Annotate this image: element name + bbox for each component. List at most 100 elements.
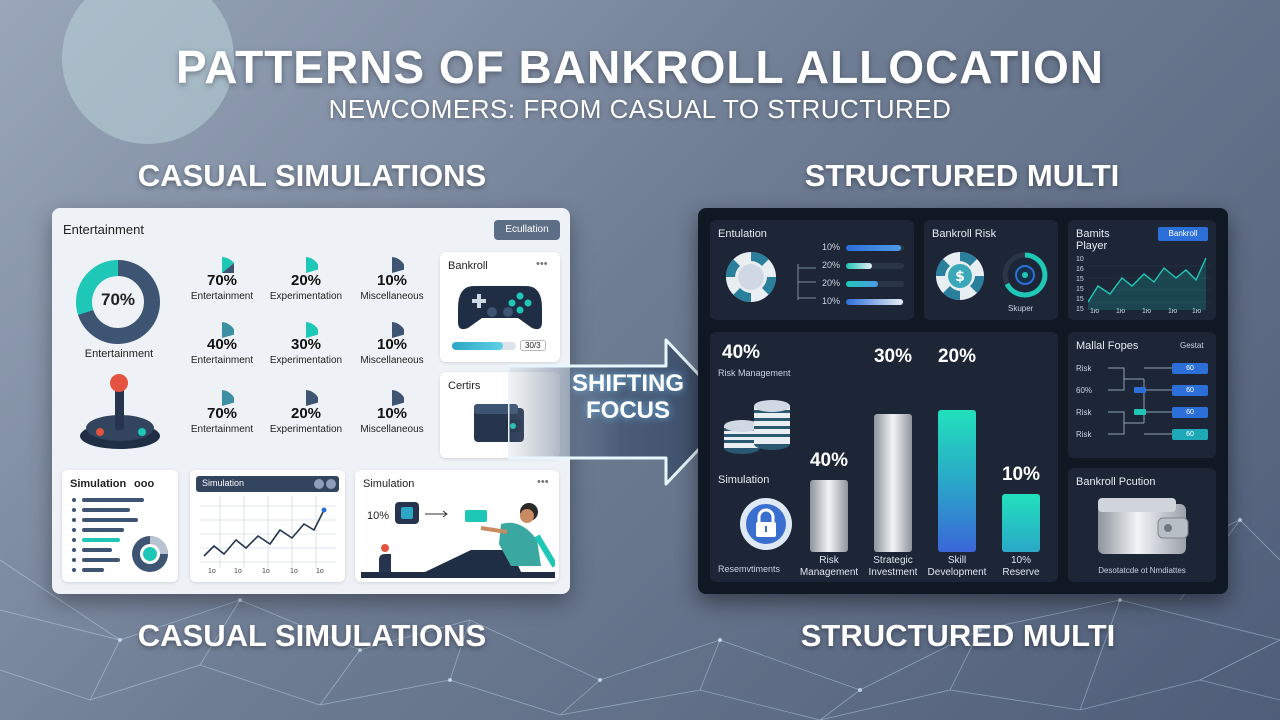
big-pct-label: Risk Management <box>718 368 791 378</box>
branch-connector <box>797 264 816 300</box>
pie-wedge-icon <box>222 390 234 406</box>
emulation-card[interactable]: Entulation 10% 20% 20% 10% <box>710 220 914 320</box>
chip-stack-icon <box>724 400 790 454</box>
sim2-title: Simulation <box>202 478 245 488</box>
emulation-pct: 10% <box>822 296 841 306</box>
sim3-pct: 10% <box>367 510 390 522</box>
arrow-text-line-2: FOCUS <box>586 397 670 424</box>
shifting-focus-label: SHIFTING FOCUS <box>548 370 708 424</box>
bankroll-risk-card[interactable]: Bankroll Risk $ Skuper <box>924 220 1058 320</box>
pie-wedge-icon <box>392 257 404 273</box>
bar-reserve <box>1002 494 1040 552</box>
sim2-line-chart <box>200 496 336 568</box>
donut-value: 70% <box>100 290 136 309</box>
bar-strategic-investment <box>874 414 912 552</box>
flow-connector-graphic <box>1108 367 1174 435</box>
section-title-casual-bottom: CASUAL SIMULATIONS <box>137 618 487 653</box>
y-tick: 15 <box>1076 286 1084 293</box>
bankroll-tag-button[interactable]: Bankroll <box>1158 227 1208 241</box>
x-tick: 1o <box>290 568 298 575</box>
multi-flow-card[interactable]: Mallal Fopes Gestat Risk 60% Risk Risk 6… <box>1068 332 1216 458</box>
poker-chip-icon <box>725 251 777 303</box>
more-icon[interactable]: ••• <box>536 258 548 270</box>
x-tick: 1ю <box>1090 308 1100 315</box>
simulation-card-2[interactable]: Simulation 1o 1o 1o 1o 1o <box>190 470 345 582</box>
alloc-label: Experimentation <box>269 355 343 366</box>
x-tick: 1ю <box>1192 308 1202 315</box>
emulation-bar-track <box>846 263 904 269</box>
arrow-text-line-1: SHIFTING <box>572 370 684 397</box>
emulation-bar-track <box>846 245 904 251</box>
bankroll-card-title: Bankroll <box>448 260 488 272</box>
multi-row-button[interactable]: 60 <box>1172 407 1208 418</box>
x-tick: 1ю <box>1142 308 1152 315</box>
bankroll-progress-track <box>452 342 516 350</box>
alloc-pct: 70% <box>206 405 238 422</box>
emulation-pct: 20% <box>822 278 841 288</box>
multi-title: Mallal Fopes <box>1076 340 1139 352</box>
dollar-chip-icon: $ <box>935 251 985 301</box>
pie-wedge-icon <box>306 257 318 273</box>
bar-label-2: Management <box>799 567 859 578</box>
risk-gauge <box>1002 252 1048 298</box>
bar-pct: 40% <box>809 450 849 471</box>
alloc-pct: 40% <box>206 336 238 353</box>
alloc-label: Miscellaneous <box>360 355 424 366</box>
casual-dashboard: Entertainment Ecullation 70% Entertainme… <box>52 208 570 594</box>
lock-icon <box>740 498 792 550</box>
x-tick: 1o <box>208 568 216 575</box>
emulation-pct: 10% <box>822 242 841 252</box>
simulation-card-1[interactable]: Simulation ooo <box>62 470 178 582</box>
sim1-title: Simulation <box>70 478 127 490</box>
alloc-label: Miscellaneous <box>360 424 424 435</box>
certs-card-title: Certirs <box>448 380 481 392</box>
bar-label-2: Reserve <box>1002 567 1040 578</box>
y-tick: 16 <box>1076 266 1084 273</box>
bankroll-card[interactable]: Bankroll ••• 30/3 <box>440 252 560 362</box>
ecullation-button[interactable]: Ecullation <box>494 220 560 240</box>
alloc-pct: 20% <box>290 272 322 289</box>
multi-row-button[interactable]: 60 <box>1172 429 1208 440</box>
multi-row-button[interactable]: 60 <box>1172 363 1208 374</box>
bankroll-position-card[interactable]: Bankroll Pcution Desotatcde ot Nmdiattes <box>1068 468 1216 582</box>
alloc-pct: 10% <box>376 336 408 353</box>
alloc-label: Miscellaneous <box>360 291 424 302</box>
bankroll-progress-label: 30/3 <box>520 340 546 351</box>
big-pct: 40% <box>722 342 761 363</box>
player-line-chart-card[interactable]: Bamits Player Bankroll 10 16 15 15 15 15… <box>1068 220 1216 320</box>
sim2-option-icon[interactable] <box>326 479 336 489</box>
multi-row-button[interactable]: 60 <box>1172 385 1208 396</box>
bar-label-1: Skill <box>947 555 967 566</box>
casual-heading: Entertainment <box>63 222 144 237</box>
emulation-bar-track <box>846 281 904 287</box>
allocation-bar-chart-card[interactable]: 40% Risk Management Simulation Resemvtim… <box>710 332 1058 582</box>
alloc-pct: 20% <box>290 405 322 422</box>
simulation-card-3[interactable]: Simulation ••• 10% <box>355 470 559 582</box>
x-tick: 1o <box>262 568 270 575</box>
bar-label-1: Strategic <box>873 555 913 566</box>
sim-label: Simulation <box>718 474 770 486</box>
x-tick: 1o <box>316 568 324 575</box>
risk-caption: Skuper <box>1008 304 1034 313</box>
sim1-suffix: ooo <box>134 478 155 490</box>
alloc-label: Experimentation <box>269 291 343 302</box>
bar-label-1: 10% <box>1010 555 1031 566</box>
joystick-icon <box>80 374 160 449</box>
sim2-option-icon[interactable] <box>314 479 324 489</box>
pie-wedge-icon <box>222 322 234 338</box>
more-icon[interactable]: ••• <box>537 476 549 488</box>
emulation-bar-fill <box>846 263 873 269</box>
structured-dashboard: Entulation 10% 20% 20% 10% Bankroll Risk… <box>698 208 1228 594</box>
multi-row-label: Risk <box>1076 364 1092 373</box>
alloc-pct: 70% <box>206 272 238 289</box>
x-tick: 1ю <box>1168 308 1178 315</box>
bar-risk-management <box>810 480 848 552</box>
pie-wedge-icon <box>306 390 318 406</box>
donut-label: Entertainment <box>84 348 154 360</box>
y-tick: 15 <box>1076 306 1084 313</box>
emulation-bar-track <box>846 299 904 305</box>
emulation-bar-fill <box>846 245 902 251</box>
